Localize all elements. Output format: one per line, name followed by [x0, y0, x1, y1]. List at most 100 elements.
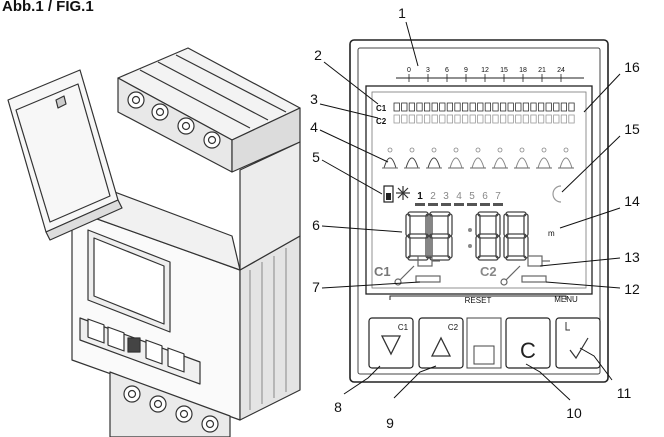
- weekday-7: 7: [495, 191, 501, 202]
- scale-label-15: 15: [500, 67, 508, 74]
- bar-segment: [492, 114, 499, 124]
- bar-segment: [568, 102, 575, 112]
- callout-10: 10: [566, 405, 582, 421]
- bar-segment: [560, 114, 568, 124]
- bar-segment: [530, 114, 537, 124]
- scale-label-6: 6: [445, 67, 449, 74]
- battery-icon: [383, 185, 394, 203]
- bar-segment: [401, 114, 408, 124]
- c2-button-label: C2: [448, 323, 459, 332]
- bar-segment: [522, 102, 530, 112]
- scale-label-24: 24: [557, 67, 565, 74]
- weekday-1: 1: [417, 191, 423, 202]
- scale-label-21: 21: [538, 67, 546, 74]
- bar-segment: [553, 114, 560, 124]
- weekday-4: 4: [456, 191, 462, 202]
- c2-switch-icon: [500, 255, 550, 286]
- down-c1-button[interactable]: [368, 317, 414, 369]
- bar-segment: [522, 114, 530, 124]
- bar-segment: [446, 114, 454, 124]
- bar-segment: [568, 114, 575, 124]
- bar-segment: [408, 114, 416, 124]
- callout-15: 15: [624, 121, 640, 137]
- summer-time-icon: [396, 186, 410, 200]
- bar-segment: [461, 102, 469, 112]
- c-button-label: C: [520, 338, 536, 363]
- bar-segment: [439, 102, 446, 112]
- reset-slot[interactable]: [466, 317, 502, 369]
- bar-segment: [461, 114, 469, 124]
- bar-segment: [393, 114, 400, 124]
- bar-segment: [499, 102, 507, 112]
- callout-4: 4: [310, 119, 318, 135]
- bar-segment: [515, 102, 522, 112]
- lcd-c1-status: C1: [374, 264, 391, 279]
- bar-segment: [499, 114, 507, 124]
- scale-label-12: 12: [481, 67, 489, 74]
- lcd-c2-label: C2: [376, 117, 387, 126]
- callout-16: 16: [624, 59, 640, 75]
- bar-segment: [431, 114, 438, 124]
- weekday-6: 6: [482, 191, 488, 202]
- hand-icon: [565, 322, 570, 331]
- seven-segment-digit: [503, 211, 529, 261]
- bar-segment: [515, 114, 522, 124]
- callout-lines: [319, 21, 621, 401]
- bar-segment: [408, 102, 416, 112]
- switch-symbol: [558, 147, 574, 169]
- bar-segment: [538, 114, 545, 124]
- switch-symbol: [404, 147, 420, 169]
- bar-segment: [469, 102, 476, 112]
- weekday-bar: [467, 203, 477, 206]
- seven-segment-digit: [475, 211, 501, 261]
- ok-menu-button[interactable]: [555, 317, 601, 369]
- bar-segment: [538, 102, 545, 112]
- bar-segment: [423, 102, 431, 112]
- pm-indicator: m: [548, 229, 555, 238]
- callout-2: 2: [314, 47, 322, 63]
- bar-segment: [492, 102, 499, 112]
- bar-segment: [431, 102, 438, 112]
- triangle-up-icon: [430, 336, 452, 357]
- switch-symbol: [470, 147, 486, 169]
- callout-11: 11: [617, 385, 632, 401]
- bar-segment: [469, 114, 476, 124]
- figure-title: Abb.1 / FIG.1: [2, 0, 94, 15]
- callout-14: 14: [624, 193, 640, 209]
- check-icon: [569, 337, 589, 360]
- callout-8: 8: [334, 399, 342, 415]
- weekday-bar: [480, 203, 490, 206]
- bar-segment: [560, 102, 568, 112]
- scale-label-18: 18: [519, 67, 527, 74]
- reset-label: RESET: [465, 296, 492, 305]
- weekday-3: 3: [443, 191, 449, 202]
- c-button[interactable]: [505, 317, 551, 369]
- weekday-bar: [441, 203, 451, 206]
- bar-segment: [530, 102, 537, 112]
- bar-segment: [416, 114, 423, 124]
- bar-segment: [477, 114, 484, 124]
- lcd-c1-label: C1: [376, 104, 387, 113]
- callout-5: 5: [312, 149, 320, 165]
- callout-3: 3: [310, 91, 318, 107]
- callout-9: 9: [386, 415, 394, 431]
- bar-segment: [553, 102, 560, 112]
- scale-label-9: 9: [464, 67, 468, 74]
- switch-symbol: [382, 147, 398, 169]
- menu-label: MENU: [554, 295, 578, 304]
- program-bar-rows: [393, 102, 575, 124]
- seven-segment-digit: [427, 211, 453, 261]
- switch-symbol-row: [382, 147, 574, 169]
- bar-segment: [484, 114, 492, 124]
- weekday-bar: [428, 203, 438, 206]
- bar-segment: [416, 102, 423, 112]
- device-3d-view: [7, 47, 301, 437]
- switch-symbol: [492, 147, 508, 169]
- callout-numbers: 1 2 3 4 5 6 7 8 9 10 11 12 13 14 15 16: [310, 5, 640, 431]
- up-c2-button[interactable]: [418, 317, 464, 369]
- c1-button-label: C1: [398, 323, 409, 332]
- callout-1: 1: [398, 5, 406, 21]
- time-display: [405, 211, 529, 261]
